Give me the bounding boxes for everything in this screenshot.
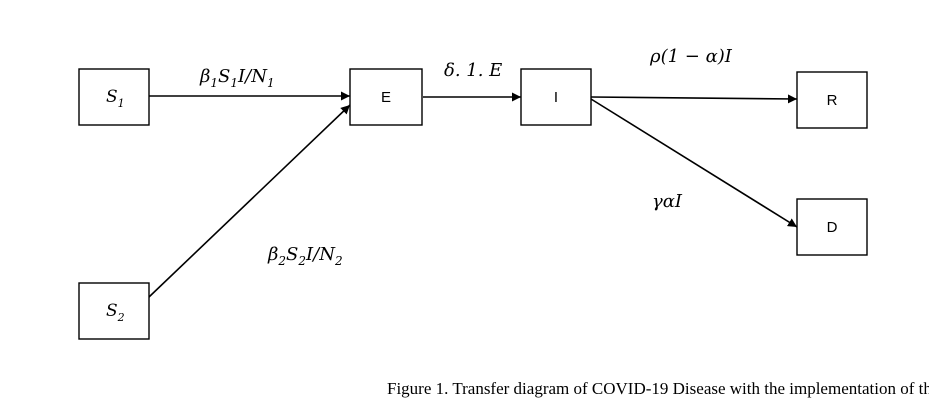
node-r-label: R <box>827 92 838 109</box>
edge-i-to-d <box>590 98 798 228</box>
node-e: E <box>349 68 423 126</box>
edge-s2-to-e <box>148 104 351 298</box>
node-i-label: I <box>554 89 558 106</box>
node-r: R <box>796 71 868 129</box>
node-d-label: D <box>827 219 838 236</box>
node-s1: S1 <box>78 68 150 126</box>
node-s2: S2 <box>78 282 150 340</box>
node-d: D <box>796 198 868 256</box>
node-i: I <box>520 68 592 126</box>
svg-text:S2: S2 <box>106 301 125 324</box>
node-s1-sub: 1 <box>118 97 125 110</box>
rate-s1-to-e: β1S1I/N1 <box>199 66 275 90</box>
rate-i-to-r: ρ(1 − α)I <box>649 46 733 67</box>
rate-i-to-d: γαI <box>652 191 683 212</box>
node-e-label: E <box>381 89 391 106</box>
edge-i-to-r <box>590 94 798 104</box>
node-s2-sub: 2 <box>117 311 125 324</box>
rate-e-to-i: δ. 1. E <box>444 60 502 81</box>
figure-caption: Figure 1. Transfer diagram of COVID-19 D… <box>387 379 929 398</box>
node-s2-base: S <box>106 301 118 321</box>
rate-s2-to-e: β2S2I/N2 <box>267 244 343 268</box>
svg-text:S1: S1 <box>106 87 125 110</box>
node-s1-base: S <box>106 87 118 107</box>
